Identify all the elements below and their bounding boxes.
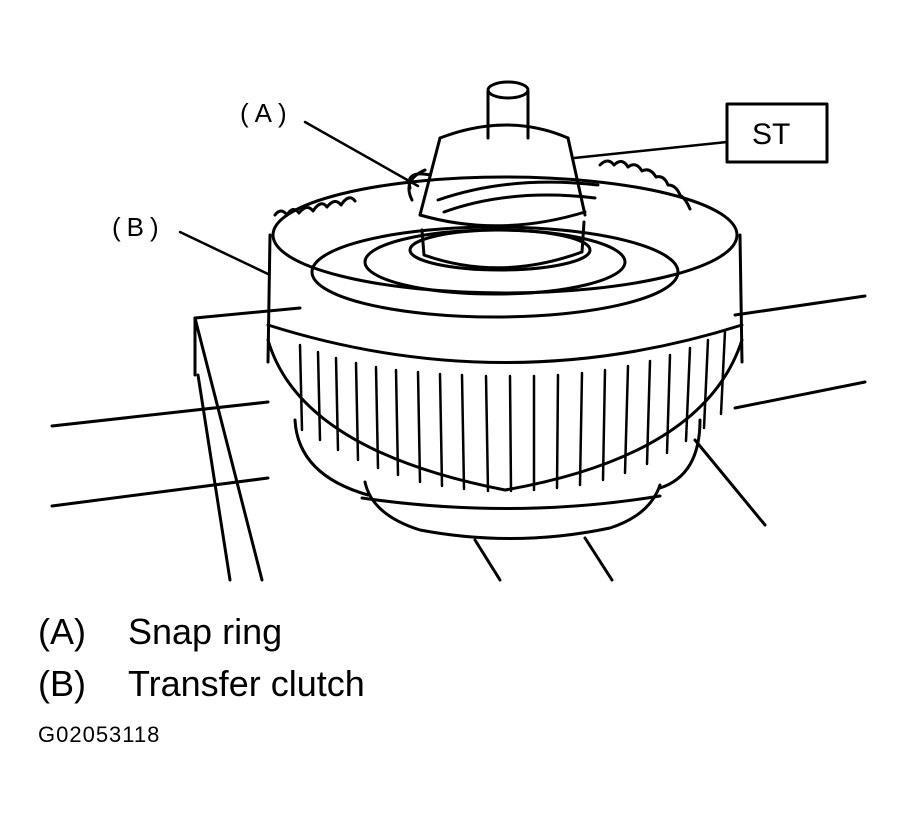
figure-id: G02053118 (38, 722, 161, 747)
callout-a-leader (303, 120, 420, 188)
legend-key: (B) (38, 663, 86, 704)
callout-b-label: (B) (112, 212, 165, 242)
callout-st-label: ST (752, 118, 790, 151)
clutch-drum (266, 159, 744, 493)
callout-st-box (725, 102, 829, 164)
legend-item-b: (B) Transfer clutch (38, 658, 858, 710)
legend-label: Snap ring (128, 611, 283, 652)
clutch-inner-plates (310, 225, 680, 319)
callout-a-label: (A) (240, 98, 293, 128)
transfer-clutch-illustration: (A) (B) ST (50, 80, 867, 582)
legend-item-a: (A) Snap ring (38, 606, 858, 658)
workbench (50, 294, 867, 582)
callout-b-leader (178, 230, 270, 276)
legend: (A) Snap ring (B) Transfer clutch (38, 606, 858, 710)
clutch-base-hub (293, 418, 702, 540)
callout-st-leader (572, 140, 729, 160)
special-tool (418, 80, 600, 270)
legend-label: Transfer clutch (128, 663, 365, 704)
legend-key: (A) (38, 611, 86, 652)
